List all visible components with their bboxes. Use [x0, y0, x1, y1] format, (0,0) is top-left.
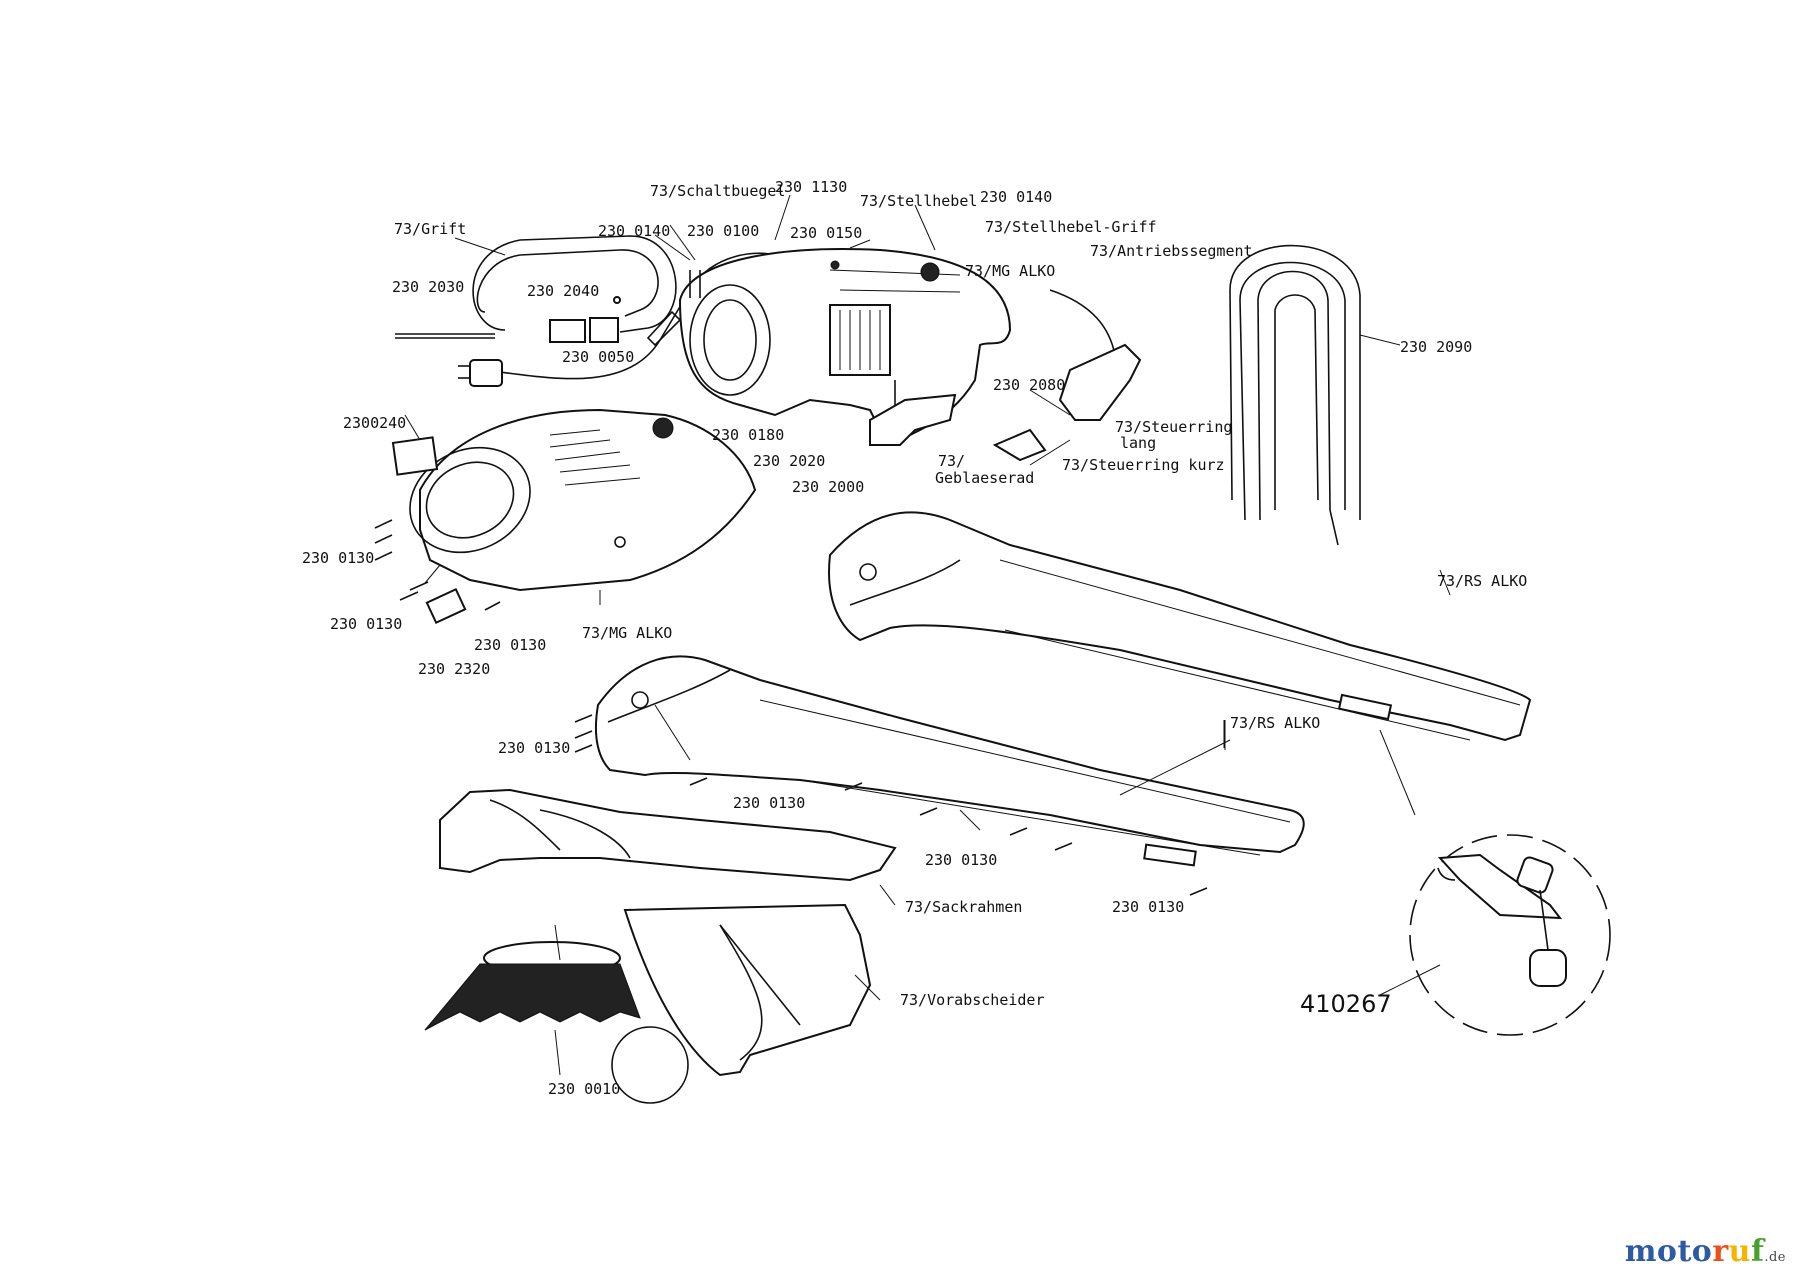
part-labels: 73/Schaltbuegel 230 1130 73/Stellhebel 2… [302, 178, 1527, 1098]
brand-part-1: moto [1624, 1234, 1713, 1269]
label-rs-alko-mid: 73/RS ALKO [1230, 714, 1320, 732]
drawing-number: 410267 [1300, 990, 1392, 1018]
label-230-0130-d: 230 0130 [498, 739, 570, 757]
label-230-0050: 230 0050 [562, 348, 634, 366]
label-mg-alko-top: 73/MG ALKO [965, 262, 1055, 280]
label-230-0150: 230 0150 [790, 224, 862, 242]
label-230-2320: 230 2320 [418, 660, 490, 678]
label-vorabscheider: 73/Vorabscheider [900, 991, 1045, 1009]
label-geblaeserad: 73/ [938, 452, 965, 470]
label-230-0130-f: 230 0130 [925, 851, 997, 869]
label-steuerring-kurz: 73/Steuerring kurz [1062, 456, 1225, 474]
blower-tube-middle [594, 655, 1305, 867]
label-230-2030: 230 2030 [392, 278, 464, 296]
control-ring-parts [869, 343, 1142, 462]
label-230-0100: 230 0100 [687, 222, 759, 240]
label-230-2090: 230 2090 [1400, 338, 1472, 356]
label-230-2080: 230 2080 [993, 376, 1065, 394]
label-rs-alko-right: 73/RS ALKO [1437, 572, 1527, 590]
detail-circle [1409, 834, 1611, 1036]
label-antriebssegment: 73/Antriebssegment [1090, 242, 1253, 260]
label-230-1130: 230 1130 [775, 178, 847, 196]
label-230-2000: 230 2000 [792, 478, 864, 496]
bag-frame [439, 788, 897, 882]
label-steuerring-lang: 73/Steuerring [1115, 418, 1232, 436]
label-230-0130-g: 230 0130 [1112, 898, 1184, 916]
shoulder-strap [1229, 244, 1361, 546]
brand-part-2: r [1712, 1234, 1729, 1269]
motor-housing-bottom [391, 408, 757, 625]
label-230-0130-a: 230 0130 [302, 549, 374, 567]
label-geblaeserad-2: Geblaeserad [935, 469, 1034, 487]
label-230-0140: 230 0140 [598, 222, 670, 240]
label-2300240: 2300240 [343, 414, 406, 432]
collection-bag [424, 941, 689, 1104]
label-sackrahmen: 73/Sackrahmen [905, 898, 1022, 916]
brand-part-3: u [1728, 1234, 1751, 1269]
label-mg-alko-bottom: 73/MG ALKO [582, 624, 672, 642]
label-230-2020: 230 2020 [753, 452, 825, 470]
label-230-2040: 230 2040 [527, 282, 599, 300]
label-schaltbuegel: 73/Schaltbuegel [650, 182, 785, 200]
screws [374, 270, 1208, 896]
label-stellhebel-griff: 73/Stellhebel-Griff [985, 218, 1157, 236]
label-230-0010: 230 0010 [548, 1080, 620, 1098]
label-steuerring-lang-2: lang [1120, 434, 1156, 452]
pre-separator [623, 903, 872, 1077]
power-cable [458, 252, 791, 387]
label-230-0130-b: 230 0130 [330, 615, 402, 633]
label-230-0130-e: 230 0130 [733, 794, 805, 812]
brand-tld: .de [1764, 1250, 1786, 1265]
label-stellhebel: 73/Stellhebel [860, 192, 977, 210]
label-230-0180: 230 0180 [712, 426, 784, 444]
brand-logo: motoruf.de [1625, 1234, 1786, 1269]
leader-lines [404, 194, 1451, 1076]
label-grift: 73/Grift [394, 220, 466, 238]
blower-tube-right [828, 511, 1532, 742]
motor-housing-top [678, 248, 1116, 442]
handle-part [395, 235, 677, 343]
label-230-0140-top: 230 0140 [980, 188, 1052, 206]
label-230-0130-c: 230 0130 [474, 636, 546, 654]
brand-part-4: f [1750, 1234, 1765, 1269]
